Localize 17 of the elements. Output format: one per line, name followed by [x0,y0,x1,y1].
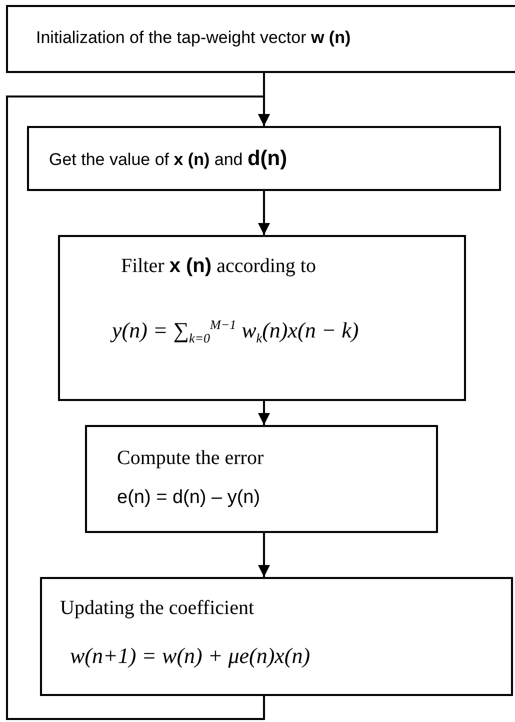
formula: w(n+1) = w(n) + μe(n)x(n) [70,643,310,669]
formula: y(n) = ∑$_{k=0}$$^{M−1}$ w$_{k}$(n)x(n − k) [112,317,359,347]
step-label: Compute the error [117,447,264,470]
formula: e(n) = d(n) – y(n) [117,487,260,509]
arrow [258,533,270,577]
process-box [40,577,513,696]
arrow [6,96,270,720]
step-label: Updating the coefficient [60,597,254,620]
process-box [58,235,466,401]
step-label: Initialization of the tap-weight vector w (n) [36,28,351,48]
step-label: Filter x (n) according to [121,255,316,278]
process-box [27,126,501,191]
arrow [258,401,270,425]
arrow [258,191,270,235]
step-label: Get the value of x (n) and d(n) [49,147,288,171]
process-box [6,5,515,73]
process-box [85,425,438,533]
